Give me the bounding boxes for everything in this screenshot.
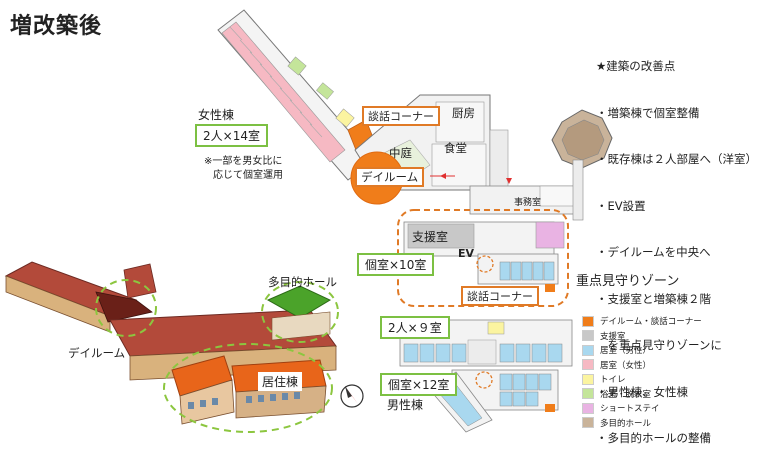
legend-swatch [582, 315, 594, 327]
women-note-line-2: 応じて個室運用 [213, 170, 283, 181]
watch-zone-label: 重点見守りゾーン [576, 274, 680, 289]
note-line: を重点見守りゾーンに [596, 338, 722, 352]
legend-label: 浴室・脱衣室 [600, 389, 652, 400]
legend-swatch [582, 373, 594, 385]
legend-swatch [582, 402, 594, 414]
ev-label: EV [458, 247, 475, 260]
highlight-circles [95, 279, 339, 433]
watch-zone-boundary [397, 209, 569, 307]
women-note-line-1: ※一部を男女比に [204, 156, 283, 167]
legend-label: 多目的ホール [600, 418, 652, 429]
women-wing-building [217, 9, 375, 181]
legend-swatch [582, 359, 594, 371]
support-room-label: 支援室 [412, 230, 449, 244]
legend-item: 支援室 [582, 329, 702, 344]
legend-swatch [582, 417, 594, 429]
note-line: ・男性棟、女性棟 [596, 384, 688, 399]
legend-label: トイレ [600, 375, 626, 386]
perspective-hall-label: 多目的ホール [268, 275, 337, 289]
dining-label: 食堂 [444, 141, 467, 155]
plan-multipurpose-hall [551, 109, 613, 221]
support-zone-block [403, 221, 565, 292]
note-line: ・既存棟は２人部屋へ（洋室） [596, 152, 757, 166]
note-line: ・EV設置 [596, 198, 646, 213]
legend-label: ショートステイ [600, 404, 660, 415]
women-rooms-box: 2人×14室 [195, 124, 268, 147]
legend-label: 居室（女性） [600, 360, 652, 371]
private-10-box: 個室×10室 [357, 253, 435, 276]
legend-item: 多目的ホール [582, 416, 702, 431]
legend-swatch [582, 330, 594, 342]
note-line: ・増築棟で個室整備 [596, 105, 700, 120]
legend-label: 居室（男性） [600, 346, 652, 357]
lounge-mid-box: 談話コーナー [461, 286, 539, 306]
women-wing-label: 女性棟 [198, 108, 235, 122]
men-wing-label: 男性棟 [387, 398, 424, 412]
perspective-residence-label: 居住棟 [258, 372, 303, 391]
note-line: ・支援室と増築棟２階 [596, 291, 711, 306]
dayroom-box: デイルーム [355, 167, 425, 187]
note-line: ・デイルームを中央へ [596, 245, 711, 259]
legend-label: 支援室 [600, 331, 626, 342]
legend-swatch [582, 344, 594, 356]
legend-item: トイレ [582, 372, 702, 387]
kitchen-label: 厨房 [452, 106, 475, 120]
legend: デイルーム・談話コーナー 支援室 居室（男性） 居室（女性） トイレ 浴室・脱衣… [582, 314, 702, 430]
note-line: ★建築の改善点 [596, 59, 676, 73]
twin-9-box: 2人×９室 [380, 316, 450, 339]
lounge-top-box: 談話コーナー [362, 106, 440, 126]
legend-swatch [582, 388, 594, 400]
legend-item: デイルーム・談話コーナー [582, 314, 702, 329]
private-12-box: 個室×12室 [380, 373, 458, 396]
note-line: ・多目的ホールの整備 [596, 431, 711, 445]
courtyard-label: 中庭 [389, 146, 412, 160]
legend-item: 居室（女性） [582, 358, 702, 373]
page-title: 増改築後 [10, 14, 103, 39]
legend-item: ショートステイ [582, 401, 702, 416]
legend-item: 浴室・脱衣室 [582, 387, 702, 402]
perspective-dayroom-label: デイルーム [68, 346, 126, 360]
north-compass-icon [340, 384, 364, 408]
legend-item: 居室（男性） [582, 343, 702, 358]
office-label: 事務室 [514, 198, 542, 208]
legend-label: デイルーム・談話コーナー [600, 317, 702, 328]
perspective-view [4, 261, 337, 425]
improvement-notes: ★建築の改善点 ・増築棟で個室整備 ・既存棟は２人部屋へ（洋室） ・EV設置 ・… [596, 28, 757, 462]
